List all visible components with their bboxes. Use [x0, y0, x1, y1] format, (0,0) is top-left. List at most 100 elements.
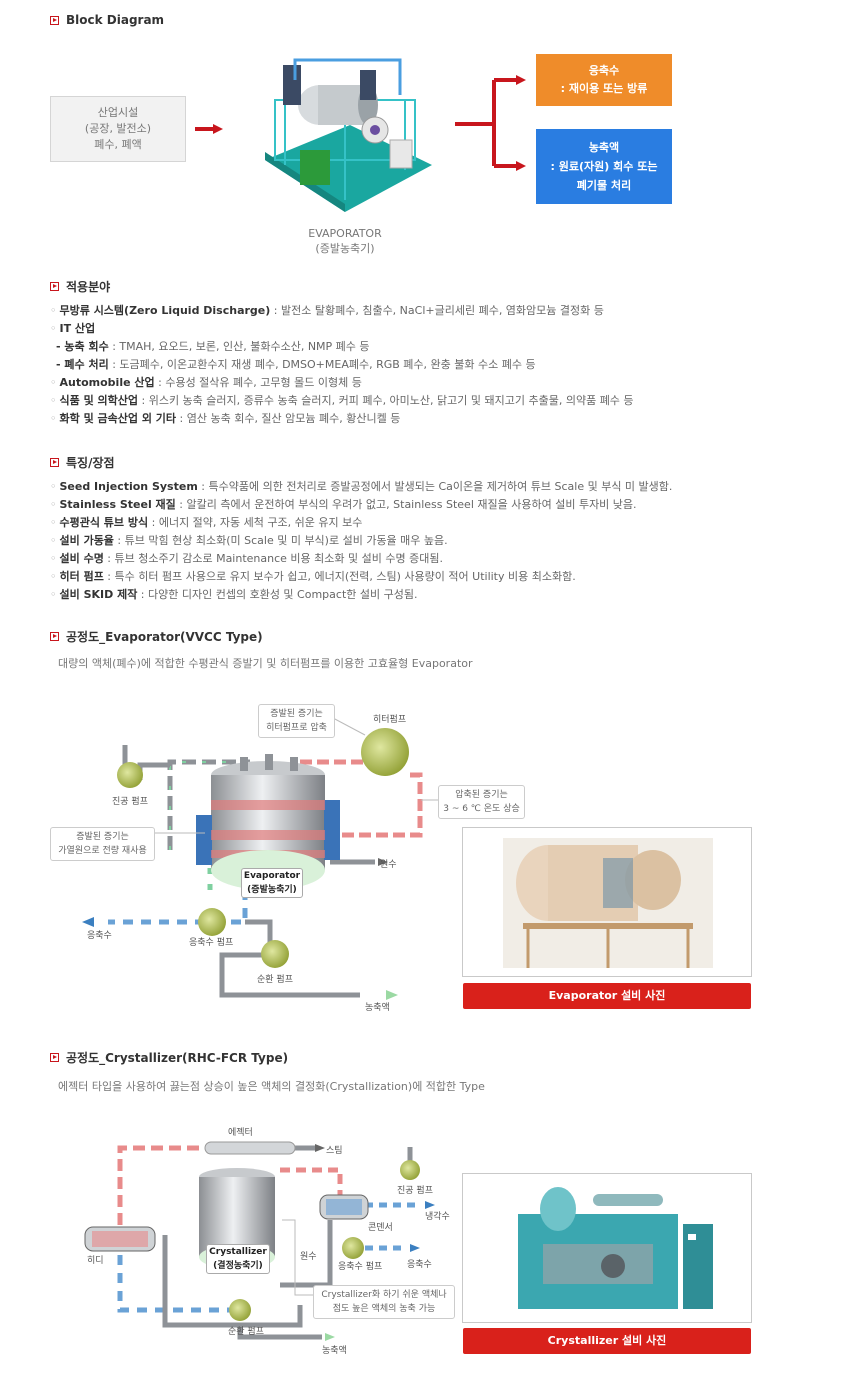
arrow-left-icon — [82, 917, 94, 927]
feature-item: ◦설비 수명 : 튜브 청소주기 감소로 Maintenance 비용 최소화 … — [50, 550, 672, 568]
item-term: 설비 수명 — [59, 552, 104, 565]
item-term: Automobile 산업 — [59, 376, 155, 389]
features-list: ◦Seed Injection System : 특수약품에 의한 전처리로 증… — [50, 478, 672, 604]
callout-leader — [282, 1219, 315, 1296]
feature-item: ◦설비 가동율 : 튜브 막힘 현상 최소화(미 Scale 및 미 부식)로 … — [50, 532, 672, 550]
bullet-dot-icon: ◦ — [50, 322, 57, 335]
evaporator-vessel-label: Evaporator (증발농축기) — [241, 868, 303, 898]
vacuum-pump-label: 진공 펌프 — [112, 797, 148, 807]
item-desc: : 도금폐수, 이온교환수지 재생 폐수, DMSO+MEA폐수, RGB 폐수… — [108, 358, 536, 371]
feature-item: ◦Seed Injection System : 특수약품에 의한 전처리로 증… — [50, 478, 672, 496]
arrow-right-icon — [425, 1201, 435, 1209]
item-desc: : 특수약품에 의한 전처리로 증발공정에서 발생되는 Ca이온을 제거하여 튜… — [197, 480, 673, 493]
arrow-right-icon — [315, 1144, 325, 1152]
split-arrow-icon — [455, 75, 526, 171]
evaporator-process-heading: 공정도_Evaporator(VVCC Type) — [50, 628, 263, 645]
bullet-dot-icon: ◦ — [50, 376, 57, 389]
callout-compressed-steam: 압축된 증기는 3 ~ 6 ℃ 온도 상승 — [438, 785, 525, 819]
item-term: 무방류 시스템(Zero Liquid Discharge) — [59, 304, 271, 317]
features-heading: 특징/장점 — [50, 454, 115, 471]
item-term: Seed Injection System — [59, 480, 198, 493]
item-desc: : 알칼리 측에서 운전하여 부식의 우려가 없고, Stainless Ste… — [175, 498, 637, 511]
item-desc: : 염산 농축 회수, 질산 암모늄 폐수, 황산니켈 등 — [176, 412, 401, 425]
output-concentrate-box: 농축액 : 원료(자원) 회수 또는 폐기물 처리 — [536, 129, 672, 204]
vacuum-pump-label: 진공 펌프 — [397, 1186, 433, 1196]
bullet-dot-icon: ◦ — [50, 412, 57, 425]
ejector-icon — [204, 1141, 296, 1155]
heat-pump-icon — [361, 728, 409, 776]
concentrate-label: 농축액 — [365, 1003, 390, 1013]
application-list: ◦무방류 시스템(Zero Liquid Discharge) : 발전소 탈황… — [50, 302, 634, 428]
item-term: - 농축 회수 — [56, 340, 109, 353]
circulation-pump-icon — [229, 1299, 251, 1321]
item-desc: : 다양한 디자인 컨셉의 호환성 및 Compact한 설비 구성됨. — [137, 588, 418, 601]
item-term: 히터 펌프 — [59, 570, 104, 583]
condensate-pump-label: 응축수 펌프 — [338, 1262, 383, 1272]
application-item: ◦IT 산업 — [50, 320, 634, 338]
crystallizer-process-heading: 공정도_Crystallizer(RHC-FCR Type) — [50, 1049, 288, 1066]
condenser-icon — [319, 1194, 369, 1220]
condensate-pump-label: 응축수 펌프 — [189, 938, 234, 948]
condensate-pump-icon — [342, 1237, 364, 1259]
bullet-dot-icon: ◦ — [50, 534, 57, 547]
condenser-label: 콘덴서 — [368, 1223, 393, 1233]
application-item: ◦무방류 시스템(Zero Liquid Discharge) : 발전소 탈황… — [50, 302, 634, 320]
item-desc: : 에너지 절약, 자동 세척 구조, 쉬운 유지 보수 — [148, 516, 363, 529]
bullet-dot-icon: ◦ — [50, 304, 57, 317]
item-term: 화학 및 금속산업 외 기타 — [59, 412, 177, 425]
arrow-right-icon — [195, 124, 223, 134]
concentrate-label: 농축액 — [322, 1346, 347, 1356]
evaporator-photo-button[interactable]: Evaporator 설비 사진 — [463, 983, 751, 1009]
evaporator-equipment-illustration — [265, 58, 432, 212]
source-line: (공장, 발전소) — [84, 122, 152, 135]
bullet-dot-icon: ◦ — [50, 394, 57, 407]
feature-item: ◦수평관식 튜브 방식 : 에너지 절약, 자동 세척 구조, 쉬운 유지 보수 — [50, 514, 672, 532]
vacuum-pump-icon — [400, 1160, 420, 1180]
item-term: 수평관식 튜브 방식 — [59, 516, 149, 529]
application-heading: 적용분야 — [50, 278, 110, 295]
vacuum-pump-icon — [117, 762, 143, 788]
bullet-arrow-icon — [50, 632, 59, 641]
bullet-dot-icon: ◦ — [50, 588, 57, 601]
crystallizer-photo-illustration — [463, 1174, 751, 1322]
crystallizer-process-desc: 에젝터 타입을 사용하여 끓는점 상승이 높은 액체의 결정화(Crystall… — [58, 1080, 485, 1093]
circulation-pump-icon — [261, 940, 289, 968]
condensate-label: 응축수 — [87, 931, 112, 941]
output-condensate-box: 응축수 : 재이용 또는 방류 — [536, 54, 672, 106]
application-item: - 농축 회수 : TMAH, 요오드, 보론, 인산, 불화수소산, NMP … — [50, 338, 634, 356]
item-term: IT 산업 — [59, 322, 96, 335]
feature-item: ◦Stainless Steel 재질 : 알칼리 측에서 운전하여 부식의 우… — [50, 496, 672, 514]
crystallizer-photo-button[interactable]: Crystallizer 설비 사진 — [463, 1328, 751, 1354]
item-desc: : 특수 히터 펌프 사용으로 유지 보수가 쉽고, 에너지(전력, 스팀) 사… — [103, 570, 576, 583]
application-item: ◦화학 및 금속산업 외 기타 : 염산 농축 회수, 질산 암모늄 폐수, 황… — [50, 410, 634, 428]
callout-heat-pump-compress: 증발된 증기는 히터펌프로 압축 — [258, 704, 335, 738]
raw-water-label: 원수 — [300, 1252, 317, 1262]
bullet-dot-icon: ◦ — [50, 480, 57, 493]
item-desc: : 튜브 막힘 현상 최소화(미 Scale 및 미 부식)로 설비 가동율 매… — [113, 534, 448, 547]
feature-item: ◦설비 SKID 제작 : 다양한 디자인 컨셉의 호환성 및 Compact한… — [50, 586, 672, 604]
crystallizer-vessel-label: Crystallizer (결정농축기) — [206, 1244, 270, 1274]
source-box: 산업시설 (공장, 발전소) 폐수, 폐액 — [50, 96, 186, 162]
condensate-pump-icon — [198, 908, 226, 936]
callout-crystallizer-capability: Crystallizer화 하기 쉬운 액체나 점도 높은 액체의 농축 가능 — [313, 1285, 455, 1319]
bullet-dot-icon: ◦ — [50, 570, 57, 583]
callout-steam-reuse: 증발된 증기는 가열원으로 전량 재사용 — [50, 827, 155, 861]
condensate-label: 응축수 — [407, 1260, 432, 1270]
steam-label: 스팀 — [326, 1146, 343, 1156]
evaporator-process-desc: 대량의 액체(폐수)에 적합한 수평관식 증발기 및 히터펌프를 이용한 고효율… — [58, 657, 473, 670]
evaporator-photo-illustration — [463, 828, 751, 976]
item-term: 설비 SKID 제작 — [59, 588, 138, 601]
evaporator-photo — [462, 827, 752, 977]
item-desc: : 수용성 절삭유 폐수, 고무형 몰드 이형체 등 — [154, 376, 362, 389]
item-desc: : 튜브 청소주기 감소로 Maintenance 비용 최소화 및 설비 수명… — [103, 552, 443, 565]
arrow-right-icon — [325, 1333, 335, 1341]
bullet-arrow-icon — [50, 458, 59, 467]
application-item: ◦Automobile 산업 : 수용성 절삭유 폐수, 고무형 몰드 이형체 … — [50, 374, 634, 392]
arrow-right-icon — [386, 990, 398, 1000]
application-item: - 폐수 처리 : 도금폐수, 이온교환수지 재생 폐수, DMSO+MEA폐수… — [50, 356, 634, 374]
crystallizer-photo — [462, 1173, 752, 1323]
callout-leader — [332, 717, 366, 736]
ejector-label: 에젝터 — [228, 1128, 253, 1138]
heat-pump-label: 히터펌프 — [373, 715, 407, 725]
item-term: 식품 및 의학산업 — [59, 394, 139, 407]
